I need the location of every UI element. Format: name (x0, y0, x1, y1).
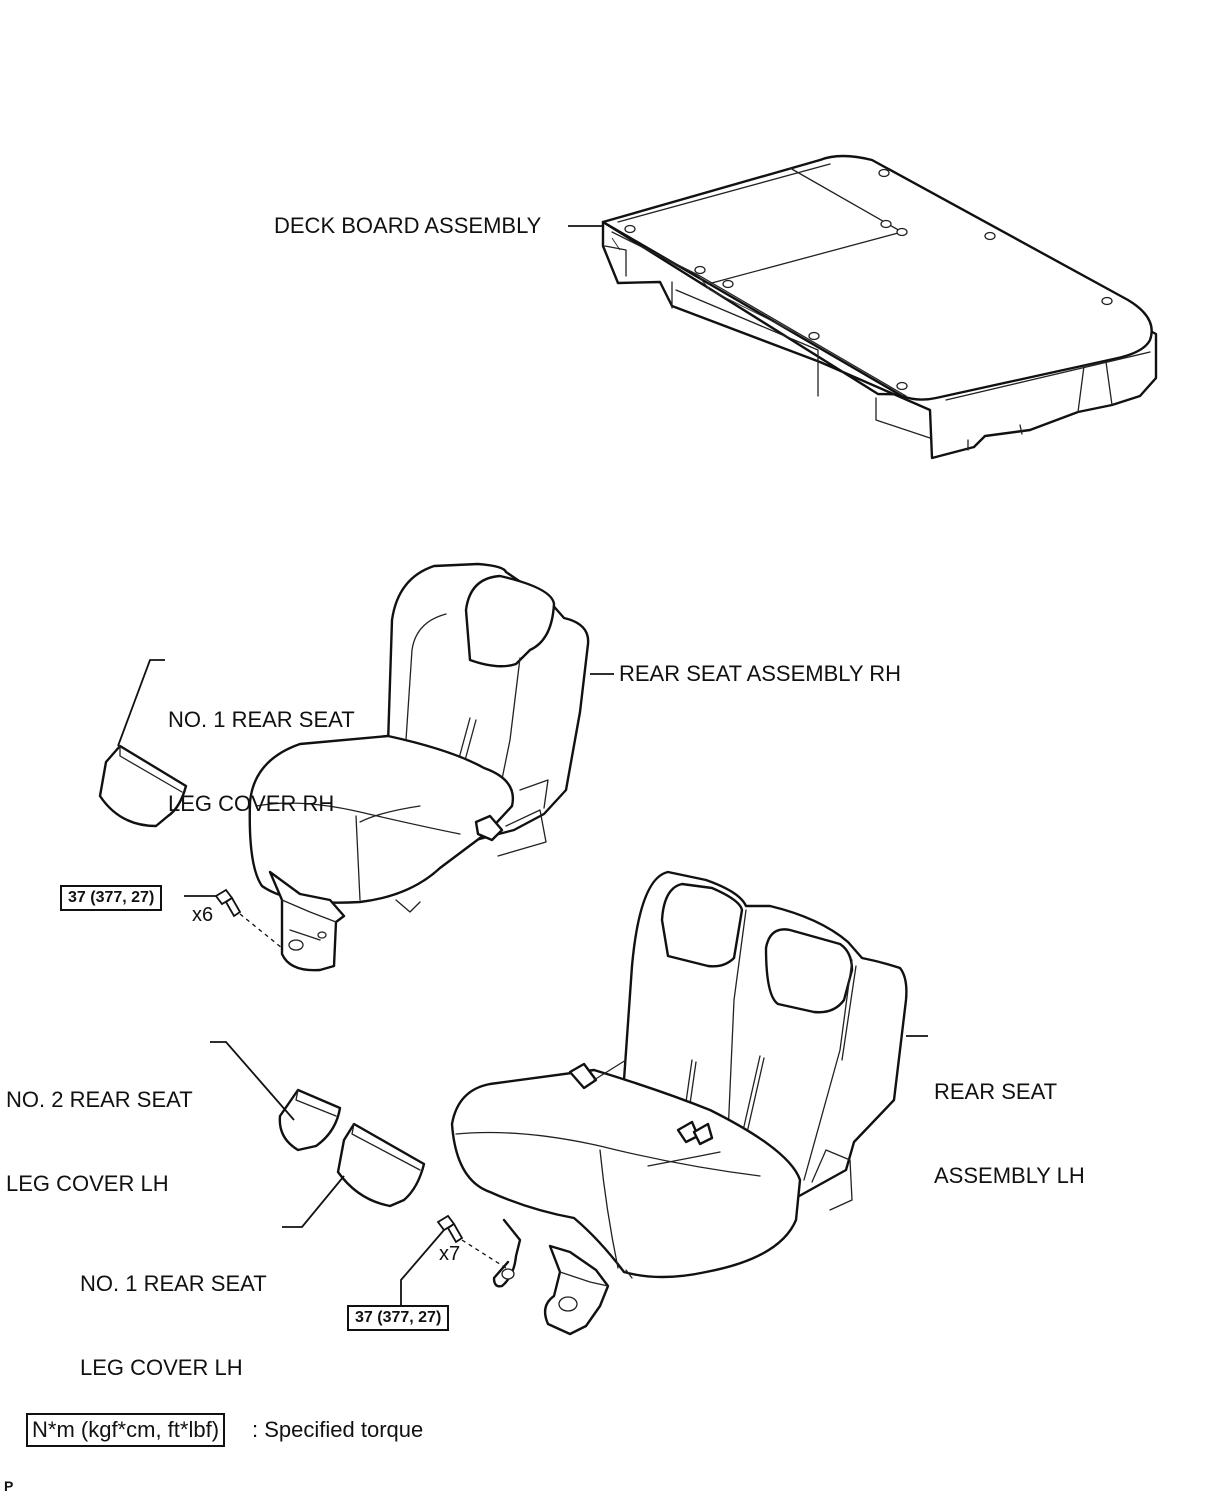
rear-seat-assembly-lh-label: REAR SEAT ASSEMBLY LH (934, 1022, 1085, 1218)
no1-leg-cover-lh-label-line2: LEG COVER LH (80, 1355, 243, 1380)
leg-cover-rh-label-line2: LEG COVER RH (168, 791, 335, 816)
leg-cover-rh-label-line1: NO. 1 REAR SEAT (168, 707, 355, 732)
no1-leg-cover-lh-label: NO. 1 REAR SEAT LEG COVER LH (80, 1214, 267, 1410)
leg-cover-rh (98, 744, 188, 828)
torque-spec-rh: 37 (377, 27) (60, 885, 163, 911)
no2-leg-cover-lh-label-line2: LEG COVER LH (6, 1171, 169, 1196)
bolt-quantity-lh: x7 (439, 1243, 461, 1265)
deck-board-assembly-label: DECK BOARD ASSEMBLY (274, 213, 542, 238)
leader-lines (117, 225, 928, 1305)
bolt-lh (436, 1214, 464, 1244)
bolt-axis-lh (461, 1239, 507, 1269)
bolt-rh (214, 888, 242, 918)
rear-seat-assembly-lh (450, 870, 908, 1336)
rear-seat-assembly-rh (248, 562, 590, 972)
torque-unit-legend-box: N*m (kgf*cm, ft*lbf) (26, 1413, 226, 1447)
rear-seat-assembly-lh-label-line1: REAR SEAT (934, 1079, 1058, 1104)
bolt-quantity-rh: x6 (192, 904, 214, 926)
no2-leg-cover-lh-label: NO. 2 REAR SEAT LEG COVER LH (6, 1030, 193, 1226)
bolt-axis-rh (239, 913, 283, 949)
rear-seat-assembly-lh-label-line2: ASSEMBLY LH (934, 1163, 1085, 1188)
leg-cover-rh-label: NO. 1 REAR SEAT LEG COVER RH (168, 650, 355, 846)
deck-board-assembly (601, 154, 1158, 460)
torque-legend-description: : Specified torque (252, 1417, 424, 1442)
rear-seat-assembly-rh-label: REAR SEAT ASSEMBLY RH (619, 661, 902, 686)
no2-leg-cover-lh (278, 1088, 342, 1152)
no1-leg-cover-lh (336, 1122, 426, 1208)
no1-leg-cover-lh-label-line1: NO. 1 REAR SEAT (80, 1271, 267, 1296)
corner-mark: P (4, 1478, 14, 1494)
torque-spec-lh: 37 (377, 27) (347, 1305, 450, 1331)
no2-leg-cover-lh-label-line1: NO. 2 REAR SEAT (6, 1087, 193, 1112)
